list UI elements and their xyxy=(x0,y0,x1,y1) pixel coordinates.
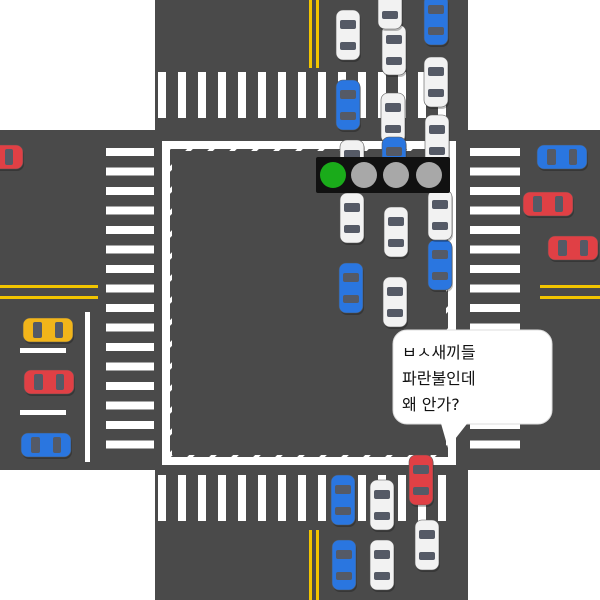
car-white[interactable] xyxy=(414,519,440,572)
car-white[interactable] xyxy=(382,276,408,329)
car-blue[interactable] xyxy=(20,432,72,459)
car-blue[interactable] xyxy=(335,79,361,132)
left-lane-markings xyxy=(20,312,90,462)
car-blue[interactable] xyxy=(330,474,356,527)
car-red[interactable] xyxy=(547,235,599,262)
car-white[interactable] xyxy=(380,92,406,145)
traffic-light[interactable] xyxy=(316,157,450,193)
crosswalk-left xyxy=(106,148,154,449)
car-red[interactable] xyxy=(23,369,75,396)
car-red[interactable] xyxy=(0,144,24,171)
car-white[interactable] xyxy=(369,539,395,592)
crosswalk-bottom xyxy=(158,475,446,521)
car-white[interactable] xyxy=(335,9,361,62)
speech-bubble-text: ㅂㅅ새끼들 파란불인데 왜 안가? xyxy=(402,340,547,418)
car-yellow[interactable] xyxy=(22,317,74,344)
car-white[interactable] xyxy=(424,114,450,167)
car-red[interactable] xyxy=(522,191,574,218)
car-white[interactable] xyxy=(383,206,409,259)
car-blue[interactable] xyxy=(338,262,364,315)
traffic-light-off-3 xyxy=(416,162,442,188)
car-white[interactable] xyxy=(369,479,395,532)
car-blue[interactable] xyxy=(427,239,453,292)
car-blue[interactable] xyxy=(536,144,588,171)
car-red[interactable] xyxy=(408,454,434,507)
speech-bubble: ㅂㅅ새끼들 파란불인데 왜 안가? xyxy=(392,330,552,424)
car-white[interactable] xyxy=(427,189,453,242)
car-white[interactable] xyxy=(381,24,407,77)
traffic-light-off-1 xyxy=(351,162,377,188)
traffic-light-off-2 xyxy=(383,162,409,188)
traffic-light-green xyxy=(320,162,346,188)
car-white[interactable] xyxy=(377,0,403,31)
speech-line-3: 왜 안가? xyxy=(402,395,460,414)
car-blue[interactable] xyxy=(331,539,357,592)
speech-line-2: 파란불인데 xyxy=(402,369,476,388)
speech-bubble-shape xyxy=(392,329,553,448)
car-white[interactable] xyxy=(423,56,449,109)
speech-line-1: ㅂㅅ새끼들 xyxy=(402,343,476,362)
car-blue[interactable] xyxy=(423,0,449,47)
car-white[interactable] xyxy=(339,192,365,245)
